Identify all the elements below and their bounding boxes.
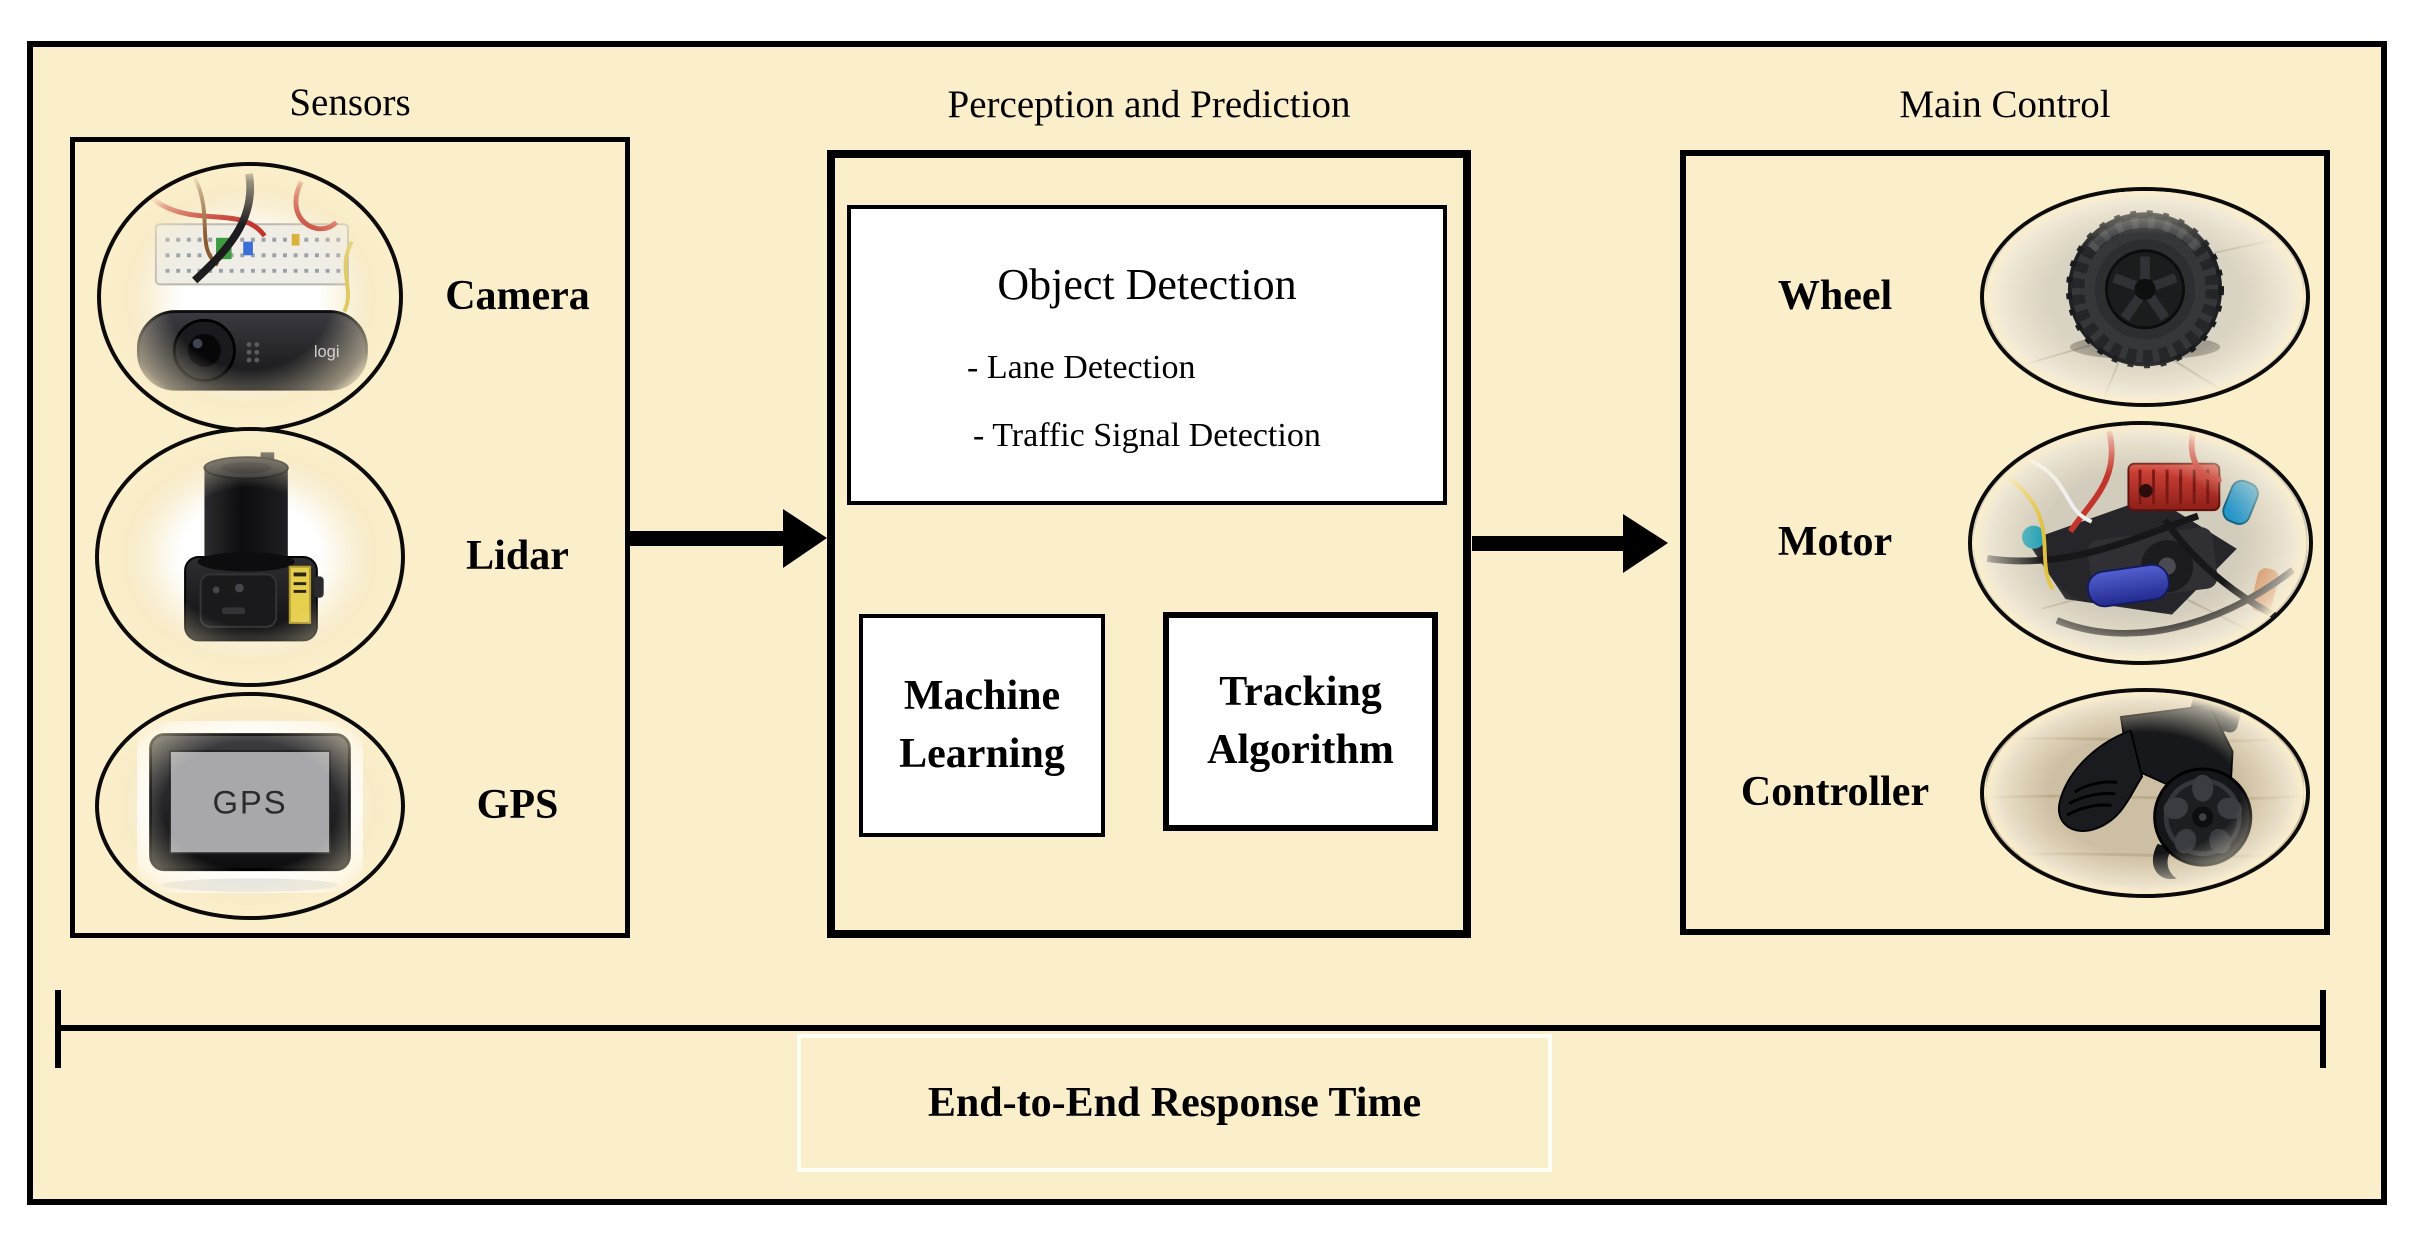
arrow-sensors-to-perception <box>630 509 827 568</box>
wheel-photo-art <box>1986 191 2305 403</box>
arrow-perception-to-main <box>1472 514 1668 573</box>
lidar-photo <box>95 427 405 687</box>
tracking-algorithm-box: Tracking Algorithm <box>1163 612 1438 831</box>
response-time-tick-right <box>2320 990 2326 1068</box>
main-control-title: Main Control <box>1899 83 2111 126</box>
wheel-photo <box>1980 187 2310 407</box>
vignette <box>101 166 399 428</box>
response-time-tick-left <box>55 990 61 1068</box>
gps-photo: GPS <box>95 692 405 920</box>
vignette <box>99 431 401 683</box>
controller-photo-art <box>1986 692 2304 894</box>
lidar-photo-art <box>99 431 401 683</box>
controller-label: Controller <box>1740 769 1930 815</box>
perception-box <box>827 150 1471 938</box>
motor-label: Motor <box>1777 519 1893 565</box>
controller-photo <box>1980 688 2310 898</box>
main-control-box <box>1680 150 2330 935</box>
camera-label: Camera <box>445 273 590 319</box>
vignette <box>1986 692 2304 894</box>
response-time-label: End-to-End Response Time <box>927 1080 1422 1126</box>
sensors-box <box>70 137 630 938</box>
vignette <box>100 696 400 916</box>
object-detection-heading: Object Detection <box>997 260 1297 309</box>
tracking-algorithm-label: Tracking Algorithm <box>1207 668 1394 773</box>
camera-photo-art: logi <box>101 166 399 428</box>
camera-photo: logi <box>97 162 403 432</box>
object-detection-box: Object Detection - Lane Detection - Traf… <box>847 205 1447 505</box>
machine-learning-box: Machine Learning <box>859 614 1105 837</box>
perception-title: Perception and Prediction <box>947 83 1351 126</box>
vignette <box>1986 191 2304 403</box>
sensors-title: Sensors <box>289 81 411 124</box>
response-time-box: End-to-End Response Time <box>797 1034 1552 1172</box>
gps-photo-art: GPS <box>100 696 400 916</box>
vignette <box>1973 425 2307 661</box>
motor-photo <box>1968 421 2313 665</box>
motor-photo-art <box>1973 425 2308 661</box>
lidar-label: Lidar <box>466 533 569 579</box>
lane-detection-bullet: - Lane Detection <box>967 349 1196 386</box>
machine-learning-label: Machine Learning <box>899 672 1065 777</box>
traffic-signal-detection-bullet: - Traffic Signal Detection <box>973 417 1321 454</box>
wheel-label: Wheel <box>1777 273 1893 319</box>
response-time-line <box>58 1025 2326 1031</box>
gps-label: GPS <box>476 782 559 828</box>
